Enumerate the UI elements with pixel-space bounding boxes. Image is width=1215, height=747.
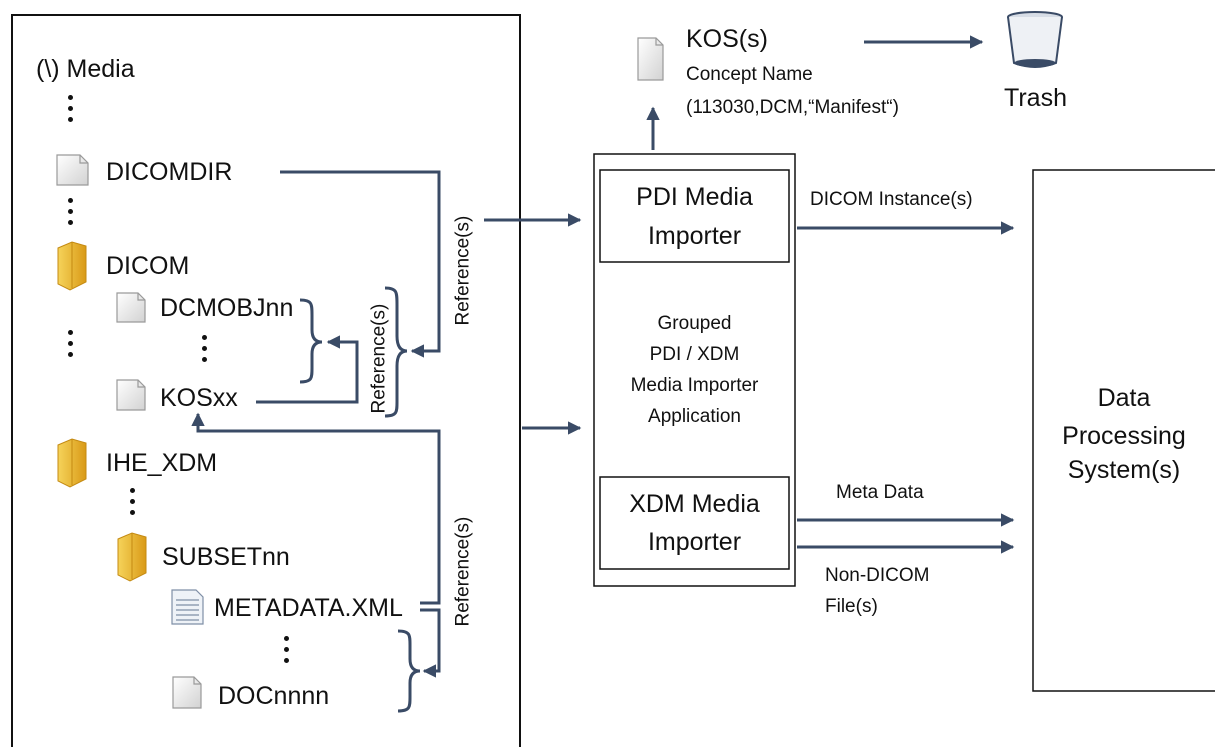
- non-dicom-line2: File(s): [825, 596, 878, 617]
- pdi-importer-line2: Importer: [647, 222, 742, 250]
- kos-output-code: (113030,DCM,“Manifest“): [686, 97, 899, 118]
- kos-output-file-icon: [637, 37, 664, 81]
- xdm-importer-line2: Importer: [647, 528, 742, 556]
- brace-doc: [397, 629, 421, 713]
- connector-metadata-doc: [420, 608, 441, 678]
- ihe-xdm-label: IHE_XDM: [106, 449, 218, 477]
- metadata-xml-file-icon: [171, 589, 204, 625]
- data-processing-line3: System(s): [1067, 456, 1181, 484]
- dicom-folder-icon: [57, 241, 87, 291]
- xdm-importer-line1: XDM Media: [629, 490, 760, 518]
- grouped-line2: PDI / XDM: [649, 344, 740, 365]
- brace-reference: [384, 286, 408, 418]
- pdi-importer-line1: PDI Media: [636, 183, 753, 211]
- ellipsis-1: [68, 95, 74, 128]
- doc-label: DOCnnnn: [218, 682, 330, 710]
- ellipsis-3: [68, 330, 74, 363]
- kos-output-concept-name: Concept Name: [686, 64, 813, 85]
- meta-data-label: Meta Data: [836, 482, 924, 503]
- ellipsis-6: [284, 636, 290, 669]
- connector-dicomdir-ref: [280, 170, 441, 358]
- media-root-label: (\) Media: [36, 55, 135, 83]
- data-processing-line1: Data: [1097, 384, 1151, 412]
- connector-metadata-kos: [191, 412, 441, 605]
- doc-file-icon: [172, 676, 202, 709]
- brace-dcmobj: [299, 298, 323, 384]
- dicom-instances-label: DICOM Instance(s): [810, 189, 973, 210]
- dicom-folder-label: DICOM: [106, 252, 190, 280]
- subset-label: SUBSETnn: [162, 543, 290, 571]
- trash-icon: [1007, 11, 1063, 68]
- media-box: [11, 14, 521, 747]
- pdi-importer-box: [599, 169, 790, 263]
- subset-folder-icon: [117, 532, 147, 582]
- ellipsis-5: [130, 488, 136, 521]
- ellipsis-2: [68, 198, 74, 231]
- kos-label: KOSxx: [160, 384, 238, 412]
- dcmobj-label: DCMOBJnn: [160, 294, 294, 322]
- ihe-xdm-folder-icon: [57, 438, 87, 488]
- non-dicom-line1: Non-DICOM: [825, 565, 930, 586]
- kos-file-icon: [116, 379, 146, 411]
- kos-output-title: KOS(s): [686, 25, 768, 53]
- metadata-xml-label: METADATA.XML: [214, 594, 403, 622]
- dicomdir-file-icon: [56, 154, 89, 186]
- dcmobj-file-icon: [116, 292, 146, 323]
- dicomdir-label: DICOMDIR: [106, 158, 233, 186]
- ellipsis-4: [202, 335, 208, 368]
- trash-label: Trash: [1004, 84, 1067, 112]
- data-processing-line2: Processing: [1062, 422, 1186, 450]
- grouped-line1: Grouped: [657, 313, 732, 334]
- reference-label-kos: Reference(s): [368, 303, 390, 414]
- connector-kos-dcmobj: [256, 335, 359, 404]
- grouped-line3: Media Importer: [630, 375, 759, 396]
- reference-label-dicomdir: Reference(s): [452, 215, 474, 326]
- reference-label-metadata: Reference(s): [452, 516, 474, 627]
- xdm-importer-box: [599, 476, 790, 570]
- grouped-line4: Application: [648, 406, 741, 427]
- data-processing-box: [1032, 169, 1215, 692]
